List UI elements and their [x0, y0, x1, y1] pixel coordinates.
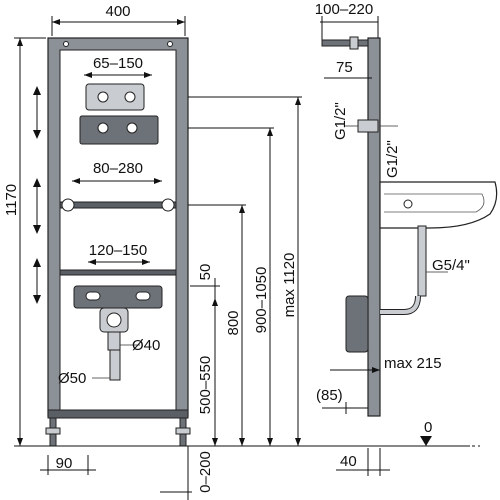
- drain-box: [345, 295, 369, 353]
- foot-0-200-label: 0–200: [197, 451, 214, 493]
- dim-max1120-label: max 1120: [281, 253, 298, 318]
- d85-label: (85): [316, 387, 343, 404]
- trap-tail-pipe: [417, 225, 427, 297]
- pipe-d50-label: Ø50: [58, 370, 86, 387]
- side-view: 100–220 75 G1/2" G1/2" G5/4" max: [305, 1, 498, 476]
- pipe-d40-label: Ø40: [132, 337, 160, 354]
- top-mounting-bar: [321, 39, 369, 47]
- middle-rail: [59, 201, 177, 209]
- foot-90-label: 90: [56, 455, 73, 472]
- dim-800-label: 800: [225, 310, 242, 335]
- total-height-label: 1170: [3, 184, 20, 216]
- adjust-arrows-left: [33, 86, 41, 304]
- dim-40-label: 40: [340, 453, 357, 470]
- g-half-left-label: G1/2": [332, 102, 349, 140]
- middle-rail-label: 80–280: [93, 160, 143, 177]
- lower-rail-label: 120–150: [89, 242, 147, 259]
- frame-side-profile: [367, 37, 381, 417]
- front-view: 400 1170 65–15: [3, 3, 305, 500]
- siphon-pipe-40: [107, 331, 121, 351]
- floor-zero-label: 0: [424, 419, 432, 436]
- depth-top-label: 100–220: [315, 1, 373, 18]
- upper-tap-bracket: [85, 83, 145, 111]
- g54-label: G5/4": [432, 257, 470, 274]
- lower-tap-bracket: [79, 115, 159, 145]
- dim-500-550-label: 500–550: [197, 356, 214, 414]
- width-label: 400: [105, 3, 130, 20]
- max215-label: max 215: [384, 355, 442, 372]
- g-half-right-label: G1/2": [384, 140, 401, 178]
- washbasin: [379, 181, 498, 229]
- water-connection: [357, 119, 379, 133]
- lower-rail: [59, 269, 177, 276]
- trap-bend: [380, 295, 420, 314]
- dim-50-label: 50: [197, 264, 214, 281]
- floor-zero-marker: [420, 436, 432, 446]
- dim-900-1050-label: 900–1050: [253, 267, 270, 334]
- bracket-spacing-label: 65–150: [93, 55, 143, 72]
- siphon-pipe-50: [109, 349, 121, 381]
- dim-75-label: 75: [336, 59, 353, 76]
